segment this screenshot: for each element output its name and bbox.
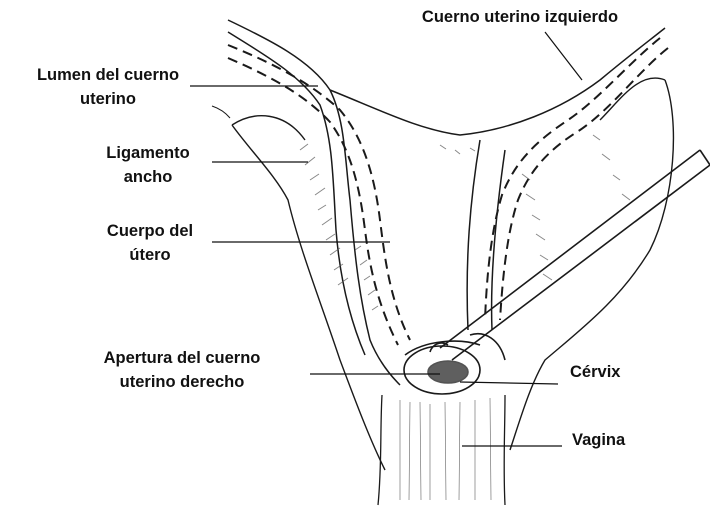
label-lumen-line2: uterino [80, 90, 136, 108]
labels: Lumen del cuerno uterino Ligamento ancho… [37, 8, 626, 449]
label-cervix: Cérvix [570, 363, 621, 381]
uterus-outline [228, 20, 665, 385]
leader-lines [190, 32, 582, 446]
label-vagina: Vagina [572, 431, 626, 449]
label-opening-line1: Apertura del cuerno [104, 349, 261, 367]
broad-ligament [212, 78, 673, 470]
label-ligament-line2: ancho [124, 168, 173, 186]
label-body-line1: Cuerpo del [107, 222, 193, 240]
label-body-line2: útero [129, 246, 170, 264]
horn-lumen-dashed [228, 38, 668, 345]
label-opening-line2: uterino derecho [120, 373, 245, 391]
forceps-icon [430, 150, 710, 360]
cervix-opening [404, 334, 505, 394]
label-left-horn: Cuerno uterino izquierdo [422, 8, 618, 26]
leader-left-horn [545, 32, 582, 80]
vagina-tube [378, 395, 505, 505]
label-lumen-line1: Lumen del cuerno [37, 66, 179, 84]
label-ligament-line1: Ligamento [106, 144, 189, 162]
